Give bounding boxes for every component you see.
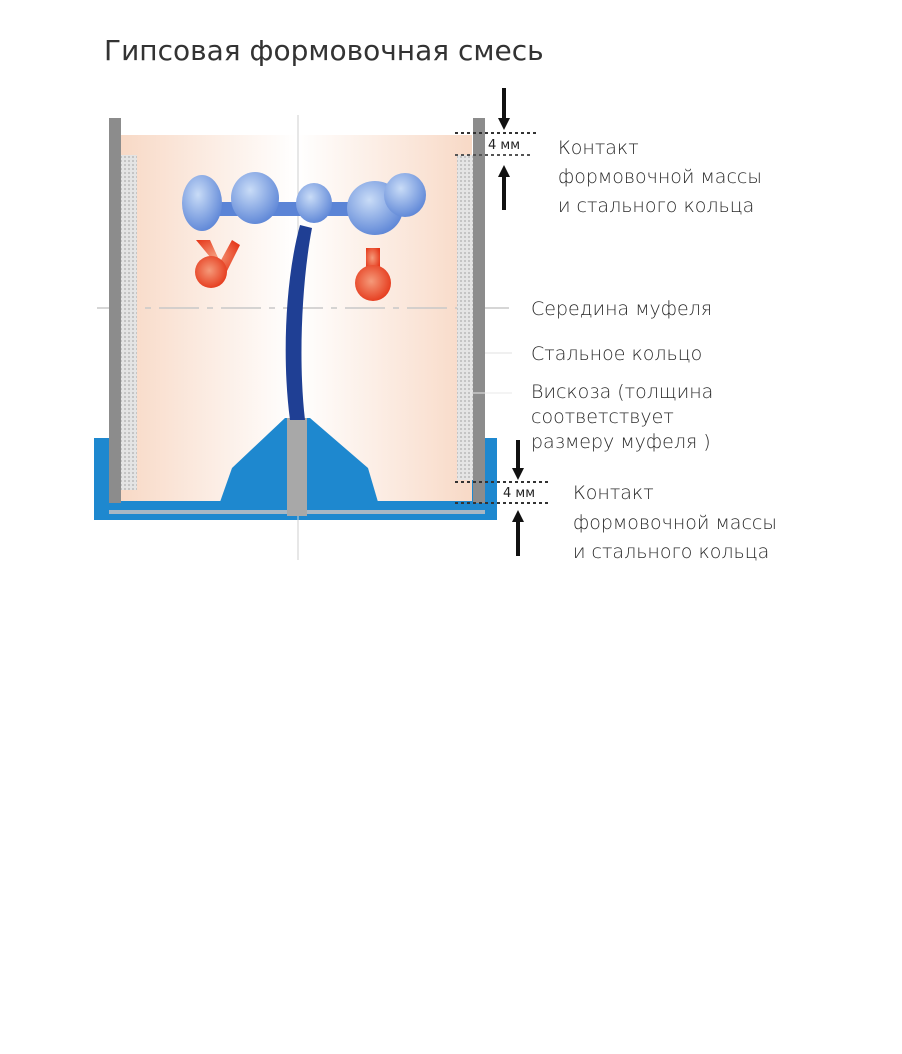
label-middle: Середина муфеля <box>531 298 712 320</box>
diagram-title: Гипсовая формовочная смесь <box>104 34 544 67</box>
sprue-pin <box>287 418 307 516</box>
main-sprue <box>285 225 312 420</box>
label-viscose-3: размеру муфеля ) <box>531 431 711 453</box>
label-contact-top-1: Контакт <box>558 137 639 159</box>
alloy-buttons <box>195 240 391 301</box>
wax-patterns <box>182 172 426 235</box>
top-dimension <box>455 88 536 210</box>
label-contact-bottom-1: Контакт <box>573 482 654 504</box>
viscose-right <box>457 155 473 480</box>
label-viscose-2: соответствует <box>531 406 674 428</box>
label-viscose-1: Вискоза (толщина <box>531 381 713 403</box>
bottom-dimension-label: 4 мм <box>503 486 535 501</box>
label-steel-ring: Стальное кольцо <box>531 343 702 365</box>
bottom-dimension <box>455 440 548 556</box>
steel-ring-right <box>473 118 485 503</box>
viscose-left <box>121 155 137 490</box>
label-contact-bottom-3: и стального кольца <box>573 541 769 563</box>
steel-ring-left <box>109 118 121 503</box>
label-contact-top-3: и стального кольца <box>558 195 754 217</box>
label-contact-top-2: формовочной массы <box>558 166 762 188</box>
top-dimension-label: 4 мм <box>488 138 520 153</box>
label-contact-bottom-2: формовочной массы <box>573 512 777 534</box>
